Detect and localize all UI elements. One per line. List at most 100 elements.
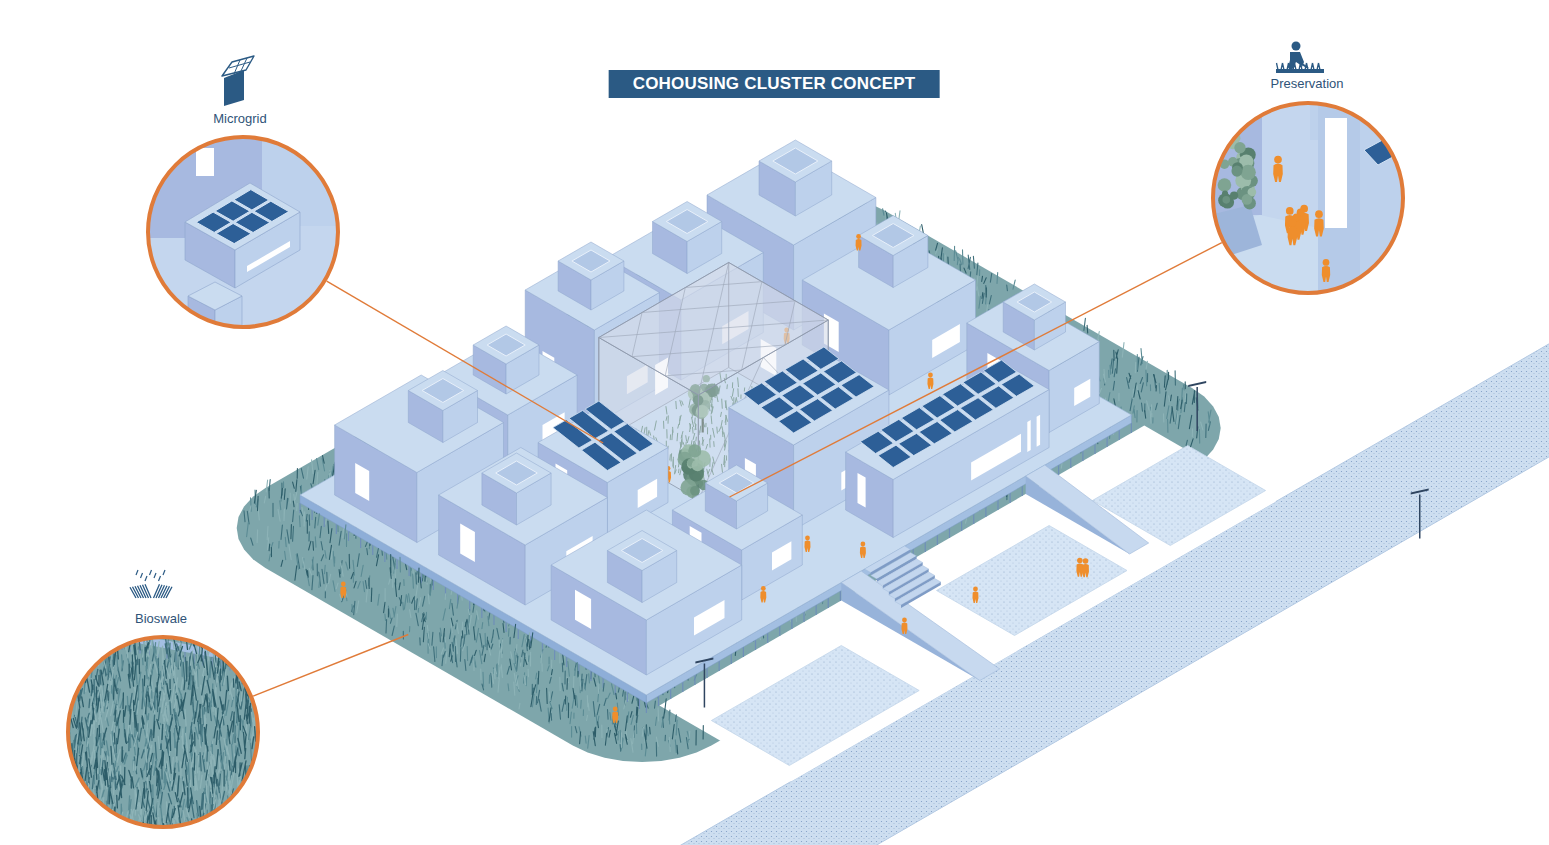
ramp [1026, 465, 1149, 554]
microgrid-detail [140, 110, 350, 345]
stair-riser [901, 582, 941, 608]
skylight [773, 148, 818, 174]
platform-deck [300, 215, 1131, 695]
person [1274, 156, 1282, 164]
solar-panel [254, 201, 289, 221]
grass-texture [269, 193, 1175, 709]
rooftop-cube-roof [408, 371, 477, 411]
skylight [872, 224, 914, 248]
window [1027, 420, 1030, 452]
person [856, 234, 861, 239]
person [613, 707, 618, 712]
person [1273, 164, 1283, 182]
person [340, 587, 346, 599]
person [805, 536, 810, 541]
rooftop-cube-roof [482, 453, 551, 493]
solar-panel [1001, 374, 1034, 396]
person [861, 542, 866, 547]
person [804, 541, 810, 553]
person [1288, 227, 1298, 245]
person [612, 712, 618, 724]
person [1083, 558, 1089, 564]
window [1037, 415, 1041, 447]
grass-texture [281, 184, 1184, 706]
lamp-head [1188, 381, 1206, 387]
preservation-detail [1205, 95, 1415, 305]
window [575, 590, 591, 629]
solar-panel [841, 375, 874, 397]
preservation-icon [1292, 42, 1301, 51]
callout-circle [1213, 103, 1403, 293]
ground-layer [237, 39, 1549, 845]
lamp-post [1196, 387, 1198, 431]
rooftop-cube-roof [558, 242, 624, 280]
house-block-roof [707, 148, 876, 246]
leader-line [730, 243, 1222, 497]
rooftop-cube-roof [607, 531, 676, 571]
window [460, 524, 475, 563]
window [247, 241, 290, 272]
window [971, 434, 1021, 481]
person [972, 592, 978, 604]
microgrid-icon [222, 56, 254, 76]
rooftop-cube-roof [1003, 284, 1065, 320]
bioswale-icon [136, 570, 165, 581]
building-group [729, 347, 889, 530]
rooftop-cube-roof [859, 216, 928, 256]
stair-tread [895, 579, 941, 606]
grass-texture [60, 626, 272, 845]
person [1315, 210, 1323, 218]
person [1286, 207, 1294, 215]
callout-circle [68, 637, 258, 827]
buildings-layer [335, 140, 1100, 675]
rooftop-cube-roof [759, 140, 832, 182]
building-group [804, 536, 810, 552]
house-block-roof [729, 353, 889, 446]
building-group [551, 510, 742, 675]
tree-foliage [690, 486, 700, 496]
parking-pad [711, 646, 919, 766]
person [1082, 564, 1089, 577]
microgrid-icon [241, 58, 247, 71]
person [927, 378, 933, 390]
skylight [487, 334, 525, 356]
skylight [719, 473, 754, 493]
callout-label: Microgrid [213, 111, 266, 127]
grass-texture [266, 188, 1186, 700]
lamp-post [704, 664, 706, 708]
bioswale-detail [58, 626, 272, 845]
foreground-layer [340, 234, 1428, 723]
tree-foliage [1234, 142, 1245, 153]
callout-circle [148, 137, 338, 327]
parking-pad [937, 526, 1128, 636]
person [1077, 558, 1083, 564]
person [1314, 218, 1324, 236]
bioswale-icon [130, 584, 172, 598]
skylight [422, 379, 464, 403]
person [856, 239, 862, 251]
rooftop-cube-roof [705, 465, 767, 501]
rooftop-cube-roof [473, 326, 539, 364]
rooftop-cube-roof [188, 282, 242, 310]
leader-line [253, 635, 408, 697]
window [300, 118, 345, 144]
building-group [760, 586, 766, 602]
ramp [841, 571, 999, 681]
solar-panel [614, 424, 654, 452]
microgrid-icon [229, 62, 250, 68]
tree-foliage [1242, 194, 1253, 205]
skylight [1017, 292, 1052, 312]
building-group [846, 360, 1050, 537]
callout-label: Preservation [1271, 76, 1344, 92]
window [858, 473, 866, 508]
building-group [860, 542, 866, 558]
skylight [496, 461, 538, 485]
window [694, 600, 725, 636]
wall [1318, 100, 1360, 305]
tree-foliage [688, 444, 701, 457]
tree-foliage [1222, 196, 1230, 204]
grass-texture [281, 189, 1185, 707]
tree-foliage [1218, 178, 1232, 192]
person [928, 373, 933, 378]
